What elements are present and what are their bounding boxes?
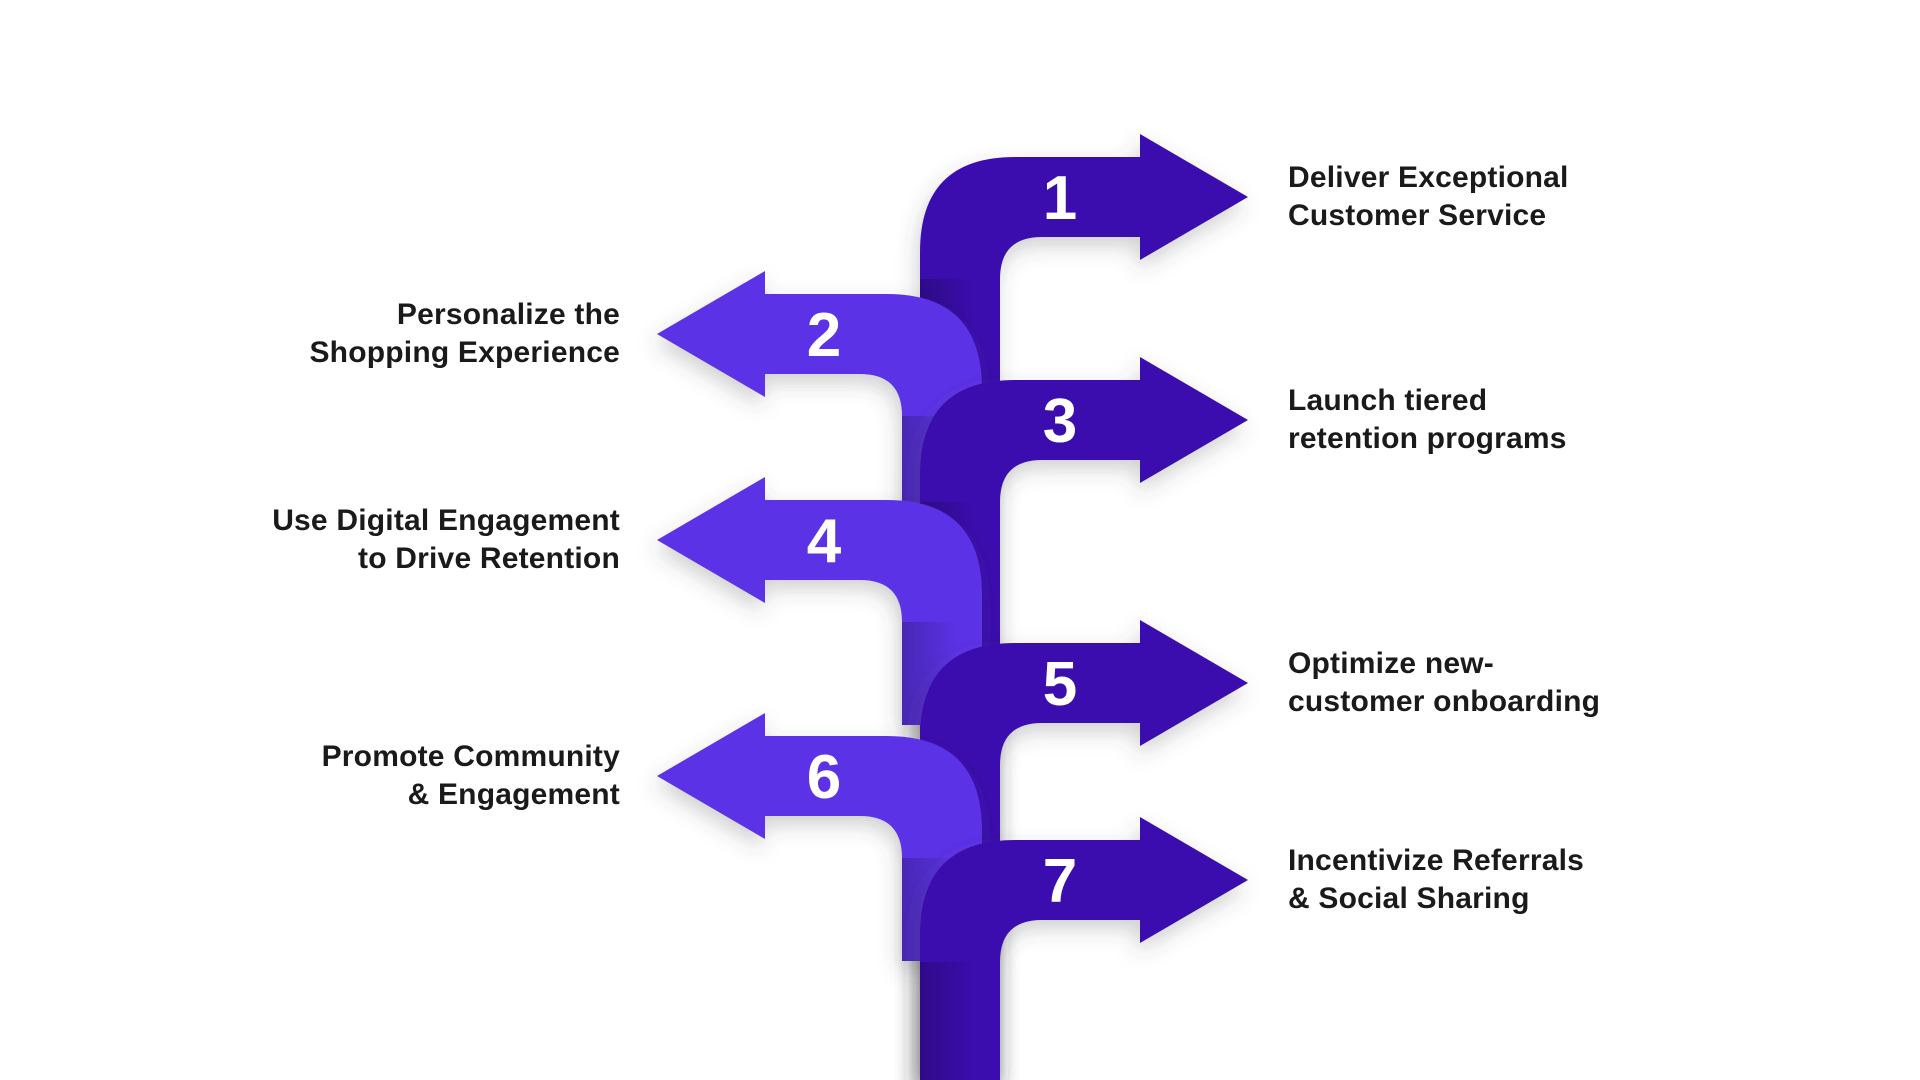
step-7-label: Incentivize Referrals & Social Sharing (1288, 838, 1718, 922)
step-3-number: 3 (1043, 387, 1077, 456)
step-6-number: 6 (807, 743, 841, 812)
step-6-label-line2: & Engagement (407, 778, 620, 811)
step-2-label: Personalize the Shopping Experience (190, 292, 620, 376)
arrow-7-shading (920, 962, 1000, 1080)
step-1-label-line2: Customer Service (1288, 199, 1547, 232)
step-1-number: 1 (1043, 164, 1077, 233)
step-3-label-line2: retention programs (1288, 422, 1567, 455)
step-5-label: Optimize new- customer onboarding (1288, 641, 1718, 725)
step-7-label-line1: Incentivize Referrals (1288, 844, 1584, 877)
step-4-number: 4 (807, 507, 842, 576)
step-1-label-line1: Deliver Exceptional (1288, 161, 1569, 194)
step-2-label-line2: Shopping Experience (309, 336, 620, 369)
step-5-label-line2: customer onboarding (1288, 685, 1601, 718)
step-2-label-line1: Personalize the (396, 298, 620, 331)
step-3-label-line1: Launch tiered (1288, 384, 1488, 417)
step-4-label: Use Digital Engagement to Drive Retentio… (190, 498, 620, 582)
step-1-label: Deliver Exceptional Customer Service (1288, 155, 1718, 239)
step-5-label-line1: Optimize new- (1288, 647, 1494, 680)
step-6-label-line1: Promote Community (321, 740, 620, 773)
step-2-number: 2 (807, 301, 841, 370)
step-7-number: 7 (1043, 847, 1077, 916)
step-5-number: 5 (1043, 650, 1077, 719)
step-3-label: Launch tiered retention programs (1288, 378, 1718, 462)
step-4-label-line1: Use Digital Engagement (272, 504, 620, 537)
step-6-label: Promote Community & Engagement (190, 734, 620, 818)
step-7-label-line2: & Social Sharing (1288, 882, 1530, 915)
step-4-label-line2: to Drive Retention (358, 542, 620, 575)
